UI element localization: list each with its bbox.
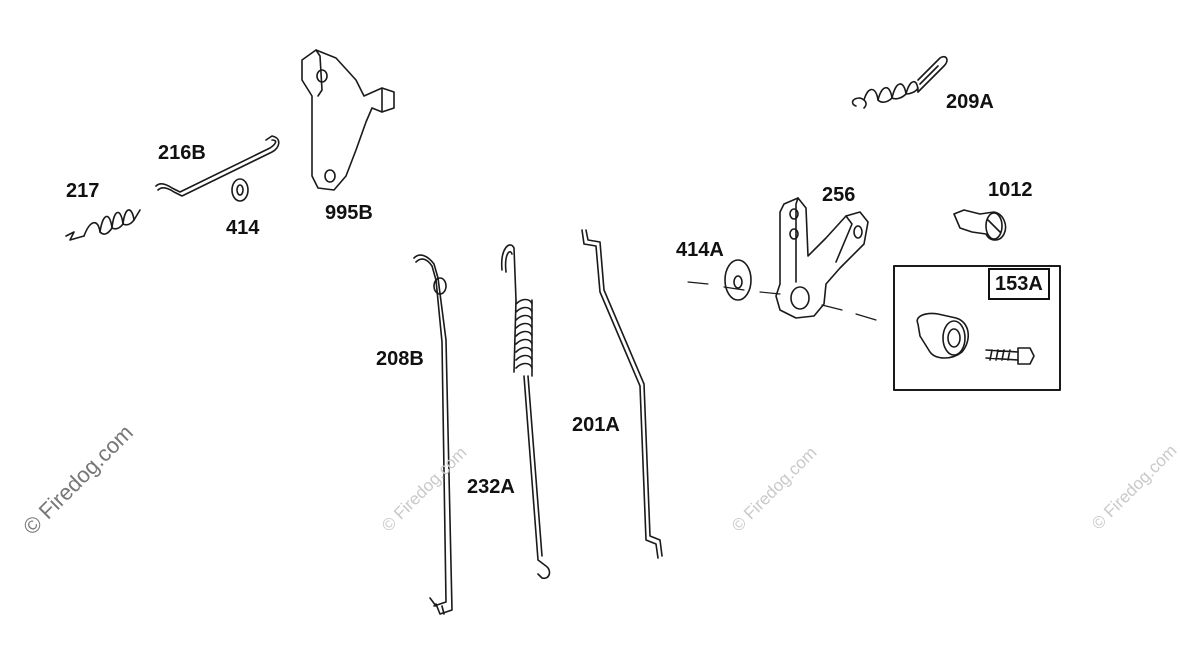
label-216b: 216B bbox=[158, 142, 206, 164]
label-1012: 1012 bbox=[988, 179, 1033, 201]
part-1012-stud bbox=[953, 209, 1007, 241]
label-201a: 201A bbox=[572, 414, 620, 436]
part-217-spring bbox=[65, 209, 141, 241]
part-414a-washer bbox=[724, 259, 752, 301]
label-208b: 208B bbox=[376, 348, 424, 370]
part-216b-rod bbox=[155, 135, 280, 197]
label-232a: 232A bbox=[467, 476, 515, 498]
label-217: 217 bbox=[66, 180, 100, 202]
assembly-centerline bbox=[687, 281, 877, 321]
part-256-lever bbox=[775, 197, 869, 319]
label-414a: 414A bbox=[676, 239, 724, 261]
part-209a-spring bbox=[851, 55, 948, 109]
label-256: 256 bbox=[822, 184, 856, 206]
label-209a: 209A bbox=[946, 91, 994, 113]
part-201a-rod bbox=[581, 229, 663, 559]
part-153a-kit-box bbox=[893, 265, 1061, 391]
label-414: 414 bbox=[226, 217, 260, 239]
part-995b-bracket bbox=[301, 49, 395, 191]
part-414-washer bbox=[231, 178, 249, 202]
label-153a: 153A bbox=[988, 268, 1050, 300]
part-232a-spring-rod bbox=[500, 244, 551, 580]
part-208b-rod bbox=[413, 254, 453, 615]
label-995b: 995B bbox=[325, 202, 373, 224]
